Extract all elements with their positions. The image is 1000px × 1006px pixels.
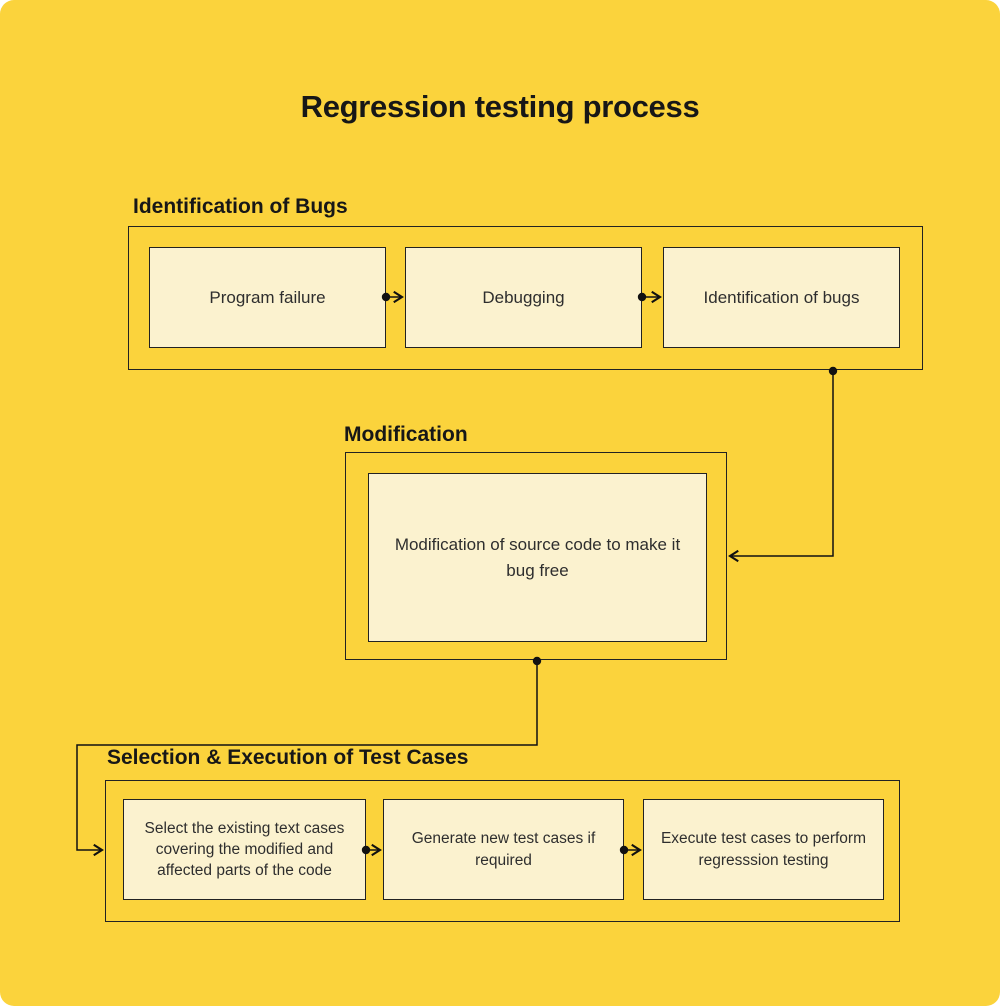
node-identification-of-bugs: Identification of bugs: [663, 247, 900, 348]
node-select-existing-cases: Select the existing text cases covering …: [123, 799, 366, 900]
node-execute-test-cases: Execute test cases to perform regresssio…: [643, 799, 884, 900]
section-3-heading: Selection & Execution of Test Cases: [107, 746, 469, 769]
node-label: Program failure: [209, 287, 326, 307]
node-label: Execute test cases to perform regresssio…: [660, 830, 867, 869]
connector-section1-to-modification: [728, 366, 838, 563]
section-2-heading: Modification: [344, 423, 468, 446]
node-modification-of-source-code: Modification of source code to make it b…: [368, 473, 707, 642]
node-label: Modification of source code to make it b…: [394, 535, 681, 580]
section-1-heading: Identification of Bugs: [133, 195, 348, 218]
node-generate-new-cases: Generate new test cases if required: [383, 799, 624, 900]
node-label: Debugging: [482, 287, 565, 307]
node-debugging: Debugging: [405, 247, 642, 348]
node-label: Select the existing text cases covering …: [144, 819, 345, 880]
section-3-container: Select the existing text cases covering …: [105, 780, 900, 922]
node-label: Generate new test cases if required: [411, 830, 596, 869]
section-2-container: Modification of source code to make it b…: [345, 452, 727, 660]
page-title: Regression testing process: [300, 89, 700, 124]
section-1-container: Program failure Debugging Identification…: [128, 226, 923, 370]
node-program-failure: Program failure: [149, 247, 386, 348]
node-label: Identification of bugs: [703, 287, 860, 307]
